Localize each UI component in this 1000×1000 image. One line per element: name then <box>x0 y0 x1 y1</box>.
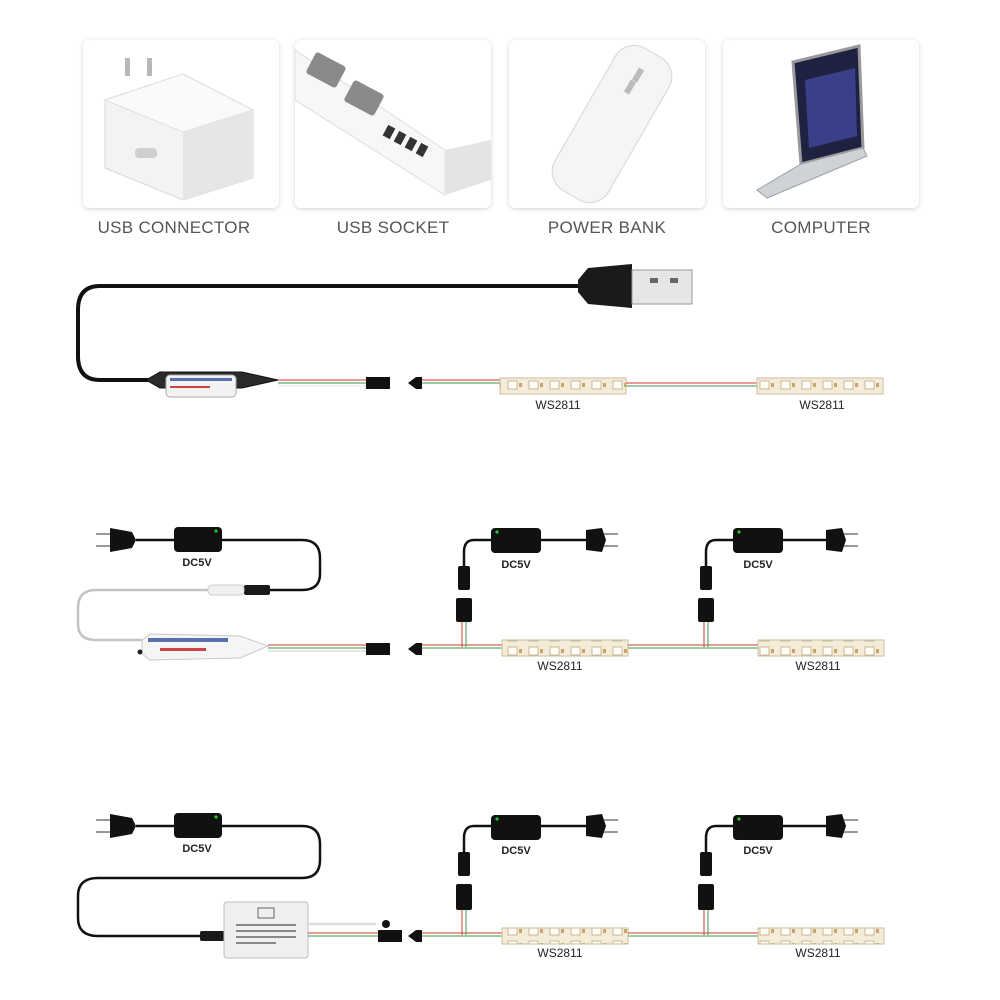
card-usb-connector <box>83 40 279 208</box>
caption-computer: COMPUTER <box>771 218 871 237</box>
laptop-icon <box>756 44 868 199</box>
led-strip-2 <box>756 377 884 395</box>
led-strip-1 <box>501 927 629 945</box>
d1-strip-label-1: WS2811 <box>535 398 581 412</box>
adapter-box <box>174 527 222 552</box>
d2-strip-label-2: WS2811 <box>795 659 841 673</box>
jst-connector-female <box>408 377 422 389</box>
dc-jack <box>244 585 270 595</box>
power-injection-2 <box>698 528 858 647</box>
d3-adapter-label-3: DC5V <box>743 845 773 857</box>
led-strip-1 <box>499 377 627 395</box>
led-strip-1 <box>501 639 629 657</box>
power-bank-icon <box>551 45 673 203</box>
power-injection-1 <box>456 528 618 647</box>
led-strip-2 <box>757 639 885 657</box>
wall-plug-left <box>96 814 136 838</box>
controller-white <box>137 633 270 661</box>
card-computer <box>723 40 919 208</box>
d2-strip-label-1: WS2811 <box>537 659 583 673</box>
d2-adapter-label-2: DC5V <box>501 559 531 571</box>
diagram-usb-powered <box>76 264 884 398</box>
d3-strip-label-1: WS2811 <box>537 946 583 960</box>
diagram-adapter-box-controller <box>76 813 885 959</box>
jst-connector-male <box>366 377 390 389</box>
power-injection-2 <box>698 814 858 935</box>
usb-plug <box>578 264 693 308</box>
caption-usb-connector: USB CONNECTOR <box>97 218 251 237</box>
caption-usb-socket: USB SOCKET <box>336 218 450 237</box>
d2-adapter-label-1: DC5V <box>182 557 212 569</box>
d3-adapter-label-2: DC5V <box>501 845 531 857</box>
d3-adapter-label-1: DC5V <box>182 843 212 855</box>
power-injection-1 <box>456 814 618 935</box>
diagram-adapter-powered <box>76 527 885 661</box>
jst-connector-male <box>366 643 390 655</box>
card-power-bank <box>509 40 705 208</box>
wall-plug-left <box>96 528 136 552</box>
adapter-box <box>174 813 222 838</box>
d1-strip-label-2: WS2811 <box>799 398 845 412</box>
caption-power-bank: POWER BANK <box>547 218 667 237</box>
usb-charger-icon <box>103 58 255 201</box>
power-strip-icon <box>295 49 491 196</box>
mini-controller <box>144 371 279 398</box>
d3-strip-label-2: WS2811 <box>795 946 841 960</box>
rf-controller-box <box>223 901 309 959</box>
led-strip-2 <box>757 927 885 945</box>
d2-adapter-label-3: DC5V <box>743 559 773 571</box>
card-usb-socket <box>295 40 491 208</box>
